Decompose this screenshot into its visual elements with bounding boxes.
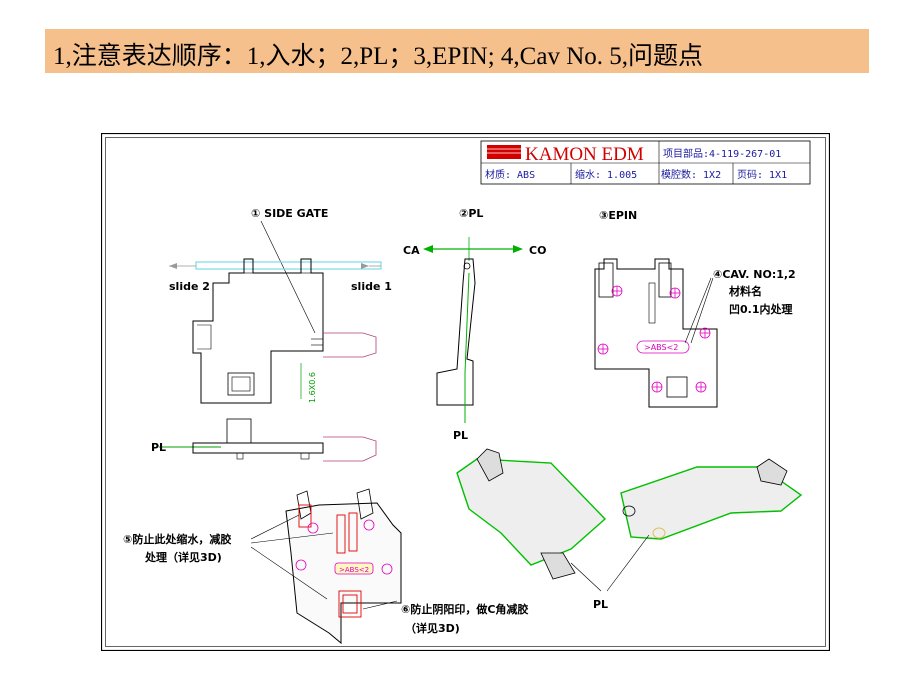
material: 材质: ABS	[485, 168, 535, 181]
epin-badge-text: >ABS<2	[644, 343, 678, 352]
pl-bottom-label: PL	[453, 429, 468, 442]
pl-view: ②PL CA CO PL	[403, 207, 546, 442]
gate-runner	[323, 332, 377, 358]
note-5-line-1: ⑤防止此处缩水，减胶	[123, 532, 231, 546]
shrink-mark-areas	[298, 504, 362, 618]
gate-pl-label: PL	[151, 441, 166, 454]
ca-label: CA	[403, 244, 420, 257]
pl-part-profile	[436, 258, 476, 406]
page-count: 页码: 1X1	[737, 169, 787, 181]
iso-pl-label: PL	[593, 598, 608, 611]
cav-line-2: 材料名	[729, 284, 762, 298]
issues-badge-text: >ABS<2	[339, 566, 369, 574]
note-6-line-1: ⑥防止阴阳印，做C角减胶	[401, 602, 528, 616]
iso-view: PL	[456, 448, 803, 611]
issue-circles	[295, 519, 393, 575]
issues-badge	[334, 562, 374, 575]
kamon-logo	[487, 145, 521, 159]
project-number: 项目部品:4-119-267-01	[663, 147, 781, 160]
cav-line-3: 凹0.1内处理	[729, 302, 793, 316]
epin-part-outline	[594, 258, 718, 408]
cav-line-1: ④CAV. NO:1,2	[713, 268, 796, 281]
side-gate-callout: ① SIDE GATE	[251, 207, 328, 220]
slide-band	[195, 261, 382, 270]
title-banner: 1,注意表达顺序：1,入水；2,PL；3,EPIN; 4,Cav No. 5,问…	[45, 29, 869, 73]
epin-callout: ③EPIN	[599, 209, 637, 222]
slide-1-label: slide 1	[351, 280, 392, 293]
pl-callout: ②PL	[459, 207, 483, 220]
iso-part-left	[456, 458, 607, 566]
note-5-line-2: 处理（详见3D)	[144, 550, 222, 564]
brand-name: KAMON EDM	[525, 144, 644, 165]
epin-badge	[636, 340, 690, 354]
shrinkage: 缩水: 1.005	[575, 168, 637, 181]
gate-view: ① SIDE GATE slide 2 slide 1 1.6X0.6 PL	[151, 207, 392, 462]
cavities: 模腔数: 1X2	[661, 168, 721, 181]
title-block: KAMON EDM 项目部品:4-119-267-01 材质: ABS 缩水: …	[480, 140, 811, 185]
slide-2-label: slide 2	[169, 280, 210, 293]
co-label: CO	[529, 244, 546, 257]
epin-view: ③EPIN >ABS<2 ④CAV. NO:1,2 材料名 凹0.1内处理	[594, 209, 796, 408]
banner-text: 1,注意表达顺序：1,入水；2,PL；3,EPIN; 4,Cav No. 5,问…	[53, 43, 704, 70]
engineering-drawing: KAMON EDM 项目部品:4-119-267-01 材质: ABS 缩水: …	[101, 133, 830, 651]
gate-dimension: 1.6X0.6	[308, 372, 317, 403]
note-6-line-2: （详见3D)	[405, 621, 460, 635]
issues-view: >ABS<2 ⑤防止此处缩水，减胶 处理（详见3D) ⑥防止阴阳印，做C角减胶 …	[123, 488, 528, 645]
ejector-pin-marks	[597, 285, 711, 393]
iso-part-right	[620, 466, 803, 540]
